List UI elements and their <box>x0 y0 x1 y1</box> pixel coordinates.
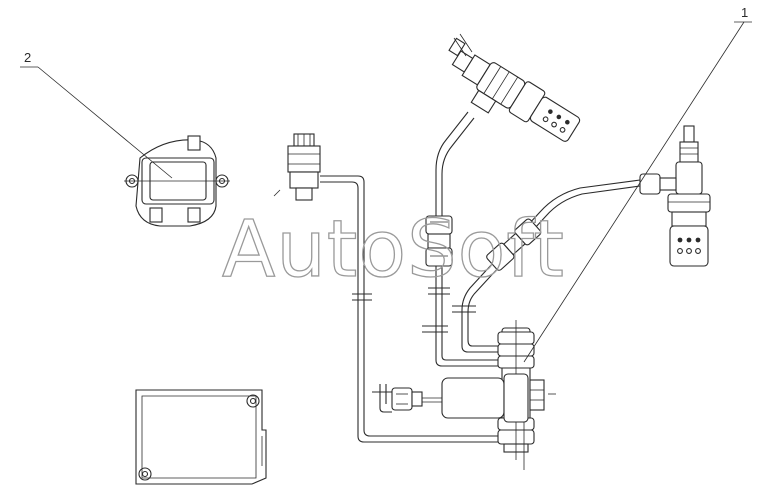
connector-plug[interactable] <box>391 387 423 411</box>
callout-1-label: 1 <box>741 5 748 20</box>
pipe-fittings[interactable] <box>425 215 542 271</box>
upper-injector[interactable] <box>441 43 583 157</box>
control-box[interactable] <box>135 389 267 485</box>
watermark-text: AutoSoft <box>222 205 565 295</box>
pipe-clips <box>352 287 476 393</box>
solenoid-valve[interactable] <box>420 373 529 423</box>
pressure-sensor[interactable] <box>273 133 321 201</box>
callout-2-label: 2 <box>24 50 31 65</box>
callout-1: 1 <box>523 5 752 363</box>
part-2-flange-sensor[interactable] <box>124 135 230 227</box>
upper-injector-tip <box>448 33 473 57</box>
callout-2: 2 <box>20 50 173 179</box>
right-injector[interactable] <box>639 125 711 267</box>
